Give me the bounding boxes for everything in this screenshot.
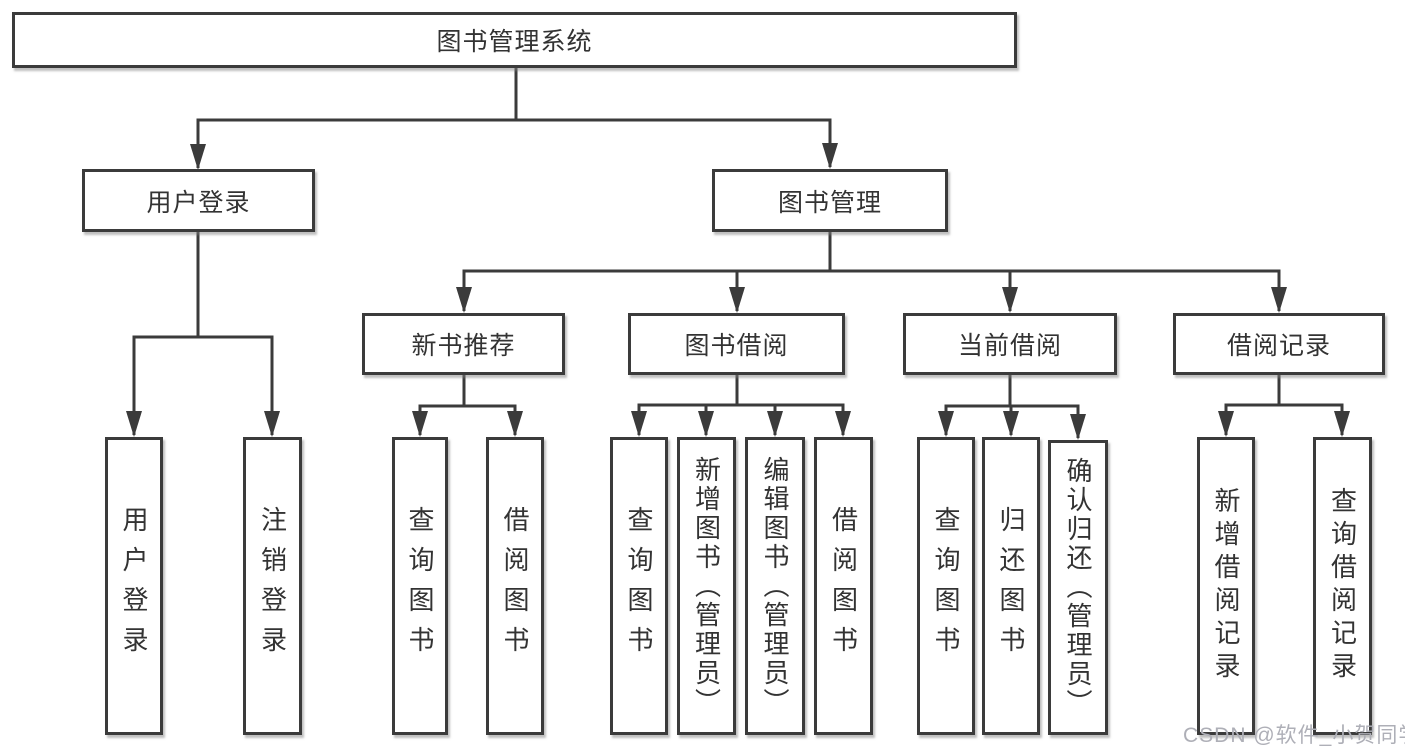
leaf-query-borrow-record-label: 查询借阅记录	[1327, 487, 1358, 685]
node-book-management: 图书管理	[712, 169, 948, 232]
arrowheads	[126, 143, 1350, 440]
leaf-confirm-return-admin-label: 确认归还（管理员）	[1063, 457, 1093, 718]
leaf-add-book-admin-label: 新增图书（管理员）	[691, 455, 722, 717]
node-root: 图书管理系统	[12, 12, 1017, 68]
leaf-logout-label: 注销登录	[257, 506, 288, 666]
leaf-query-books-recommend: 查询图书	[392, 437, 448, 735]
leaf-query-books-borrow: 查询图书	[610, 437, 668, 735]
leaf-add-book-admin: 新增图书（管理员）	[677, 437, 736, 735]
leaf-query-books-borrow-label: 查询图书	[624, 506, 654, 666]
csdn-watermark: CSDN @软件_小贺同学	[1183, 724, 1405, 747]
leaf-add-borrow-record-label: 新增借阅记录	[1211, 487, 1241, 685]
node-user-login: 用户登录	[82, 169, 315, 232]
node-new-book-recommend: 新书推荐	[362, 313, 565, 375]
node-borrow-records: 借阅记录	[1173, 313, 1385, 375]
leaf-user-login-label: 用户登录	[119, 506, 149, 666]
leaf-confirm-return-admin: 确认归还（管理员）	[1048, 440, 1108, 735]
leaf-add-borrow-record: 新增借阅记录	[1197, 437, 1255, 735]
leaf-return-book: 归还图书	[982, 437, 1040, 735]
node-book-borrow: 图书借阅	[628, 313, 845, 375]
leaf-borrow-books-recommend-label: 借阅图书	[500, 506, 530, 666]
leaf-user-login: 用户登录	[105, 437, 163, 735]
leaf-query-books-recommend-label: 查询图书	[405, 506, 435, 666]
leaf-edit-book-admin-label: 编辑图书（管理员）	[760, 455, 790, 717]
leaf-return-book-label: 归还图书	[996, 506, 1026, 666]
leaf-borrow-books-borrow-label: 借阅图书	[828, 506, 859, 666]
leaf-edit-book-admin: 编辑图书（管理员）	[745, 437, 805, 735]
node-current-borrow: 当前借阅	[903, 313, 1117, 375]
leaf-borrow-books-borrow: 借阅图书	[814, 437, 873, 735]
leaf-query-borrow-record: 查询借阅记录	[1313, 437, 1372, 735]
leaf-borrow-books-recommend: 借阅图书	[486, 437, 544, 735]
leaf-query-books-current-label: 查询图书	[931, 506, 961, 666]
leaf-logout: 注销登录	[243, 437, 302, 735]
leaf-query-books-current: 查询图书	[917, 437, 975, 735]
